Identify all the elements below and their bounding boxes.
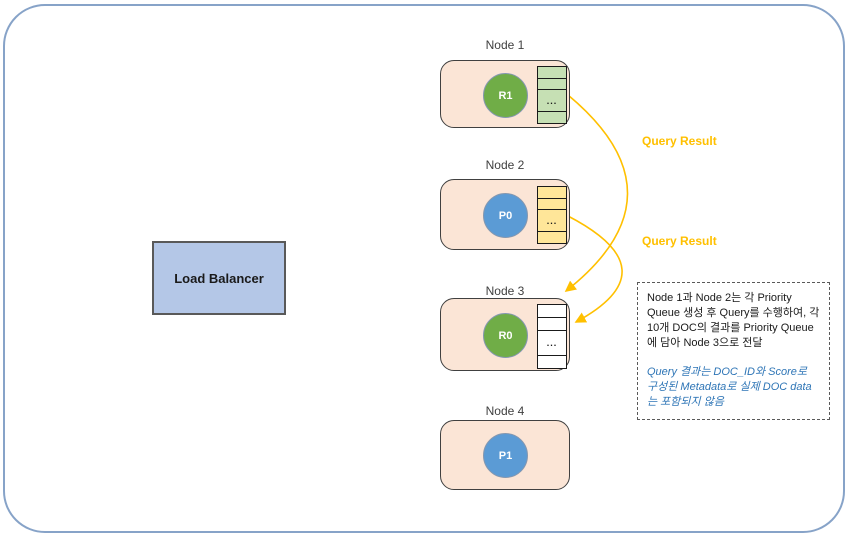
note-black-text: Node 1과 Node 2는 각 Priority Queue 생성 후 Qu… (647, 292, 820, 349)
queue-cell-ellipsis: ... (538, 90, 566, 113)
node1-title: Node 1 (485, 38, 525, 52)
node2-circle-label: P0 (498, 209, 513, 222)
queue-cell (538, 198, 566, 211)
node1-shape: R1 ... (440, 60, 570, 128)
node3-circle-label: R0 (498, 329, 513, 342)
query-result-arrow-node2-to-node3 (567, 215, 623, 323)
queue-cell (538, 67, 566, 79)
node4-circle-label: P1 (498, 449, 513, 462)
queue-cell-ellipsis: ... (538, 331, 566, 356)
queue-cell (538, 232, 566, 243)
queue-cell (538, 112, 566, 123)
node2-primary-circle: P0 (483, 193, 528, 238)
query-result-label-2: Query Result (642, 234, 717, 248)
queue-cell (538, 318, 566, 331)
queue-cell (538, 305, 566, 318)
queue-cell (538, 187, 566, 199)
annotation-note-box: Node 1과 Node 2는 각 Priority Queue 생성 후 Qu… (637, 282, 830, 420)
slide-rounded-border (3, 4, 845, 533)
node1-replica-circle: R1 (483, 73, 528, 118)
node3-replica-circle: R0 (483, 313, 528, 358)
node2-priority-queue: ... (537, 186, 567, 244)
query-result-label-1: Query Result (642, 134, 717, 148)
node4-primary-circle: P1 (483, 433, 528, 478)
note-blue-text: Query 결과는 DOC_ID와 Score로 구성된 Metadata로 실… (647, 366, 812, 408)
node3-title: Node 3 (485, 284, 525, 298)
load-balancer-label: Load Balancer (174, 270, 264, 286)
node3-priority-queue: ... (537, 304, 567, 369)
queue-cell (538, 356, 566, 368)
node4-title: Node 4 (485, 404, 525, 418)
node2-title: Node 2 (485, 158, 525, 172)
query-result-arrow-node1-to-node3 (564, 94, 629, 292)
load-balancer-shape: Load Balancer (152, 241, 286, 315)
queue-cell (538, 78, 566, 91)
node1-circle-label: R1 (498, 89, 513, 102)
node4-shape: P1 (440, 420, 570, 490)
node2-shape: P0 ... (440, 179, 570, 250)
node1-priority-queue: ... (537, 66, 567, 124)
node3-shape: R0 ... (440, 298, 570, 371)
queue-cell-ellipsis: ... (538, 210, 566, 233)
